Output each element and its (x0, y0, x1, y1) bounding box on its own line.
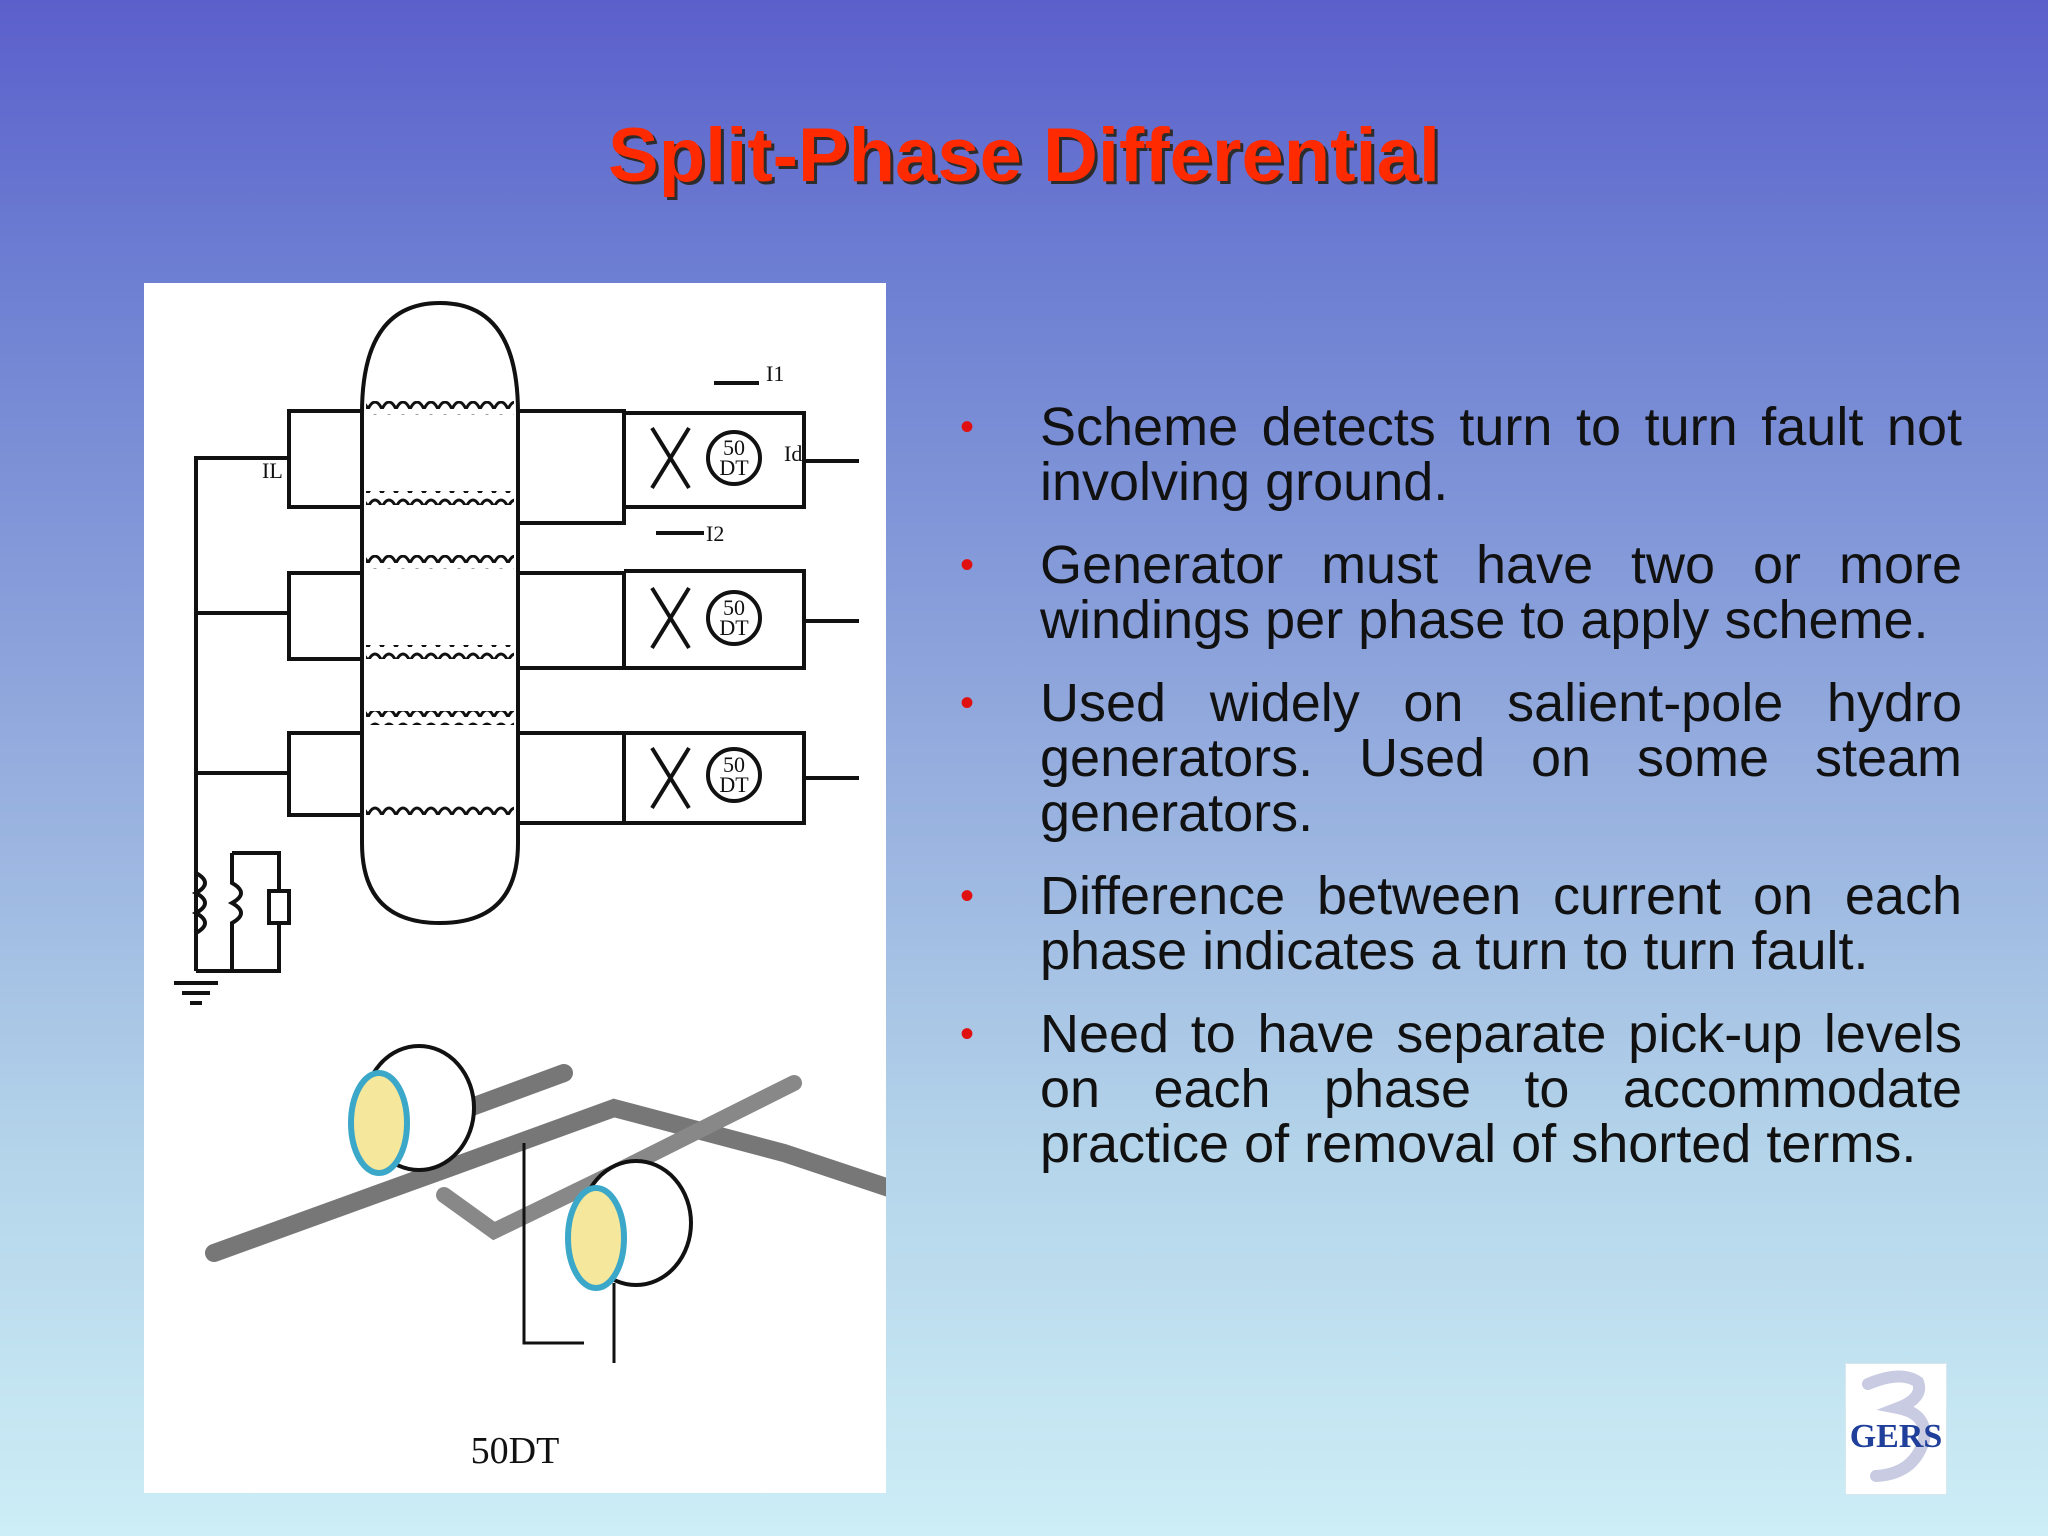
relay-label-50: 50 (723, 435, 745, 460)
winding-coils (366, 401, 514, 815)
current-label-i2: I2 (706, 521, 724, 546)
bullet-list: • Scheme detects turn to turn fault not … (960, 400, 1962, 1200)
bullet-item: • Scheme detects turn to turn fault not … (960, 400, 1962, 510)
bullet-item: • Difference between current on each pha… (960, 869, 1962, 979)
relay-label-dt: DT (719, 615, 749, 640)
bullet-text: Scheme detects turn to turn fault not in… (1040, 397, 1962, 512)
current-label-id: Id (784, 441, 802, 466)
schematic-drawing: 50 DT 50 DT 50 DT I1 I2 IL Id 50DT (174, 300, 886, 1472)
bullet-item: • Need to have separate pick-up levels o… (960, 1007, 1962, 1172)
logo-35-icon (1862, 1370, 1931, 1482)
bullet-item: • Used widely on salient-pole hydro gene… (960, 676, 1962, 841)
split-phase-diagram: 50 DT 50 DT 50 DT I1 I2 IL Id 50DT (144, 283, 886, 1493)
bullet-text: Generator must have two or more windings… (1040, 535, 1962, 650)
current-label-il: IL (262, 458, 283, 483)
gers-logo: GERS (1845, 1363, 1947, 1495)
bullet-marker: • (960, 543, 975, 587)
bullet-marker: • (960, 1012, 975, 1056)
bullet-text: Need to have separate pick-up levels on … (1040, 1004, 1962, 1174)
relay-label-dt: DT (719, 455, 749, 480)
bullet-text: Difference between current on each phase… (1040, 866, 1962, 981)
relay-label-dt: DT (719, 772, 749, 797)
bullet-marker: • (960, 405, 975, 449)
logo-text: GERS (1849, 1418, 1943, 1455)
relay-label-50: 50 (723, 595, 745, 620)
generator-schematic (174, 300, 859, 1005)
current-label-i1: I1 (766, 361, 784, 386)
slide-title: Split-Phase Differential (608, 113, 1440, 198)
bullet-text: Used widely on salient-pole hydro genera… (1040, 673, 1962, 843)
bullet-marker: • (960, 681, 975, 725)
generator-outline (360, 300, 520, 926)
ct-core-drawing (205, 1044, 886, 1363)
relay-label-50: 50 (723, 752, 745, 777)
bullet-item: • Generator must have two or more windin… (960, 538, 1962, 648)
bullet-marker: • (960, 874, 975, 918)
figure-caption: 50DT (471, 1430, 560, 1472)
relay-labels: 50 DT 50 DT 50 DT I1 I2 IL Id (262, 361, 802, 797)
